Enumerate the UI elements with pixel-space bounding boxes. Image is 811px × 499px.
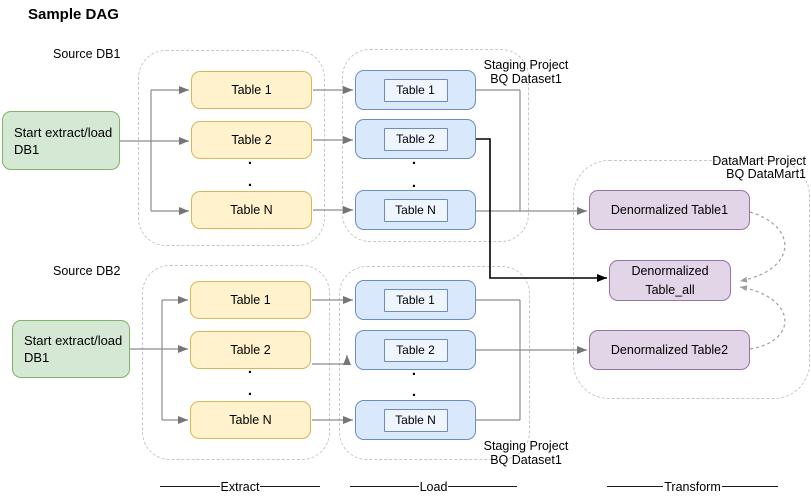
r1-load-table2: Table 2 bbox=[355, 119, 476, 159]
r2-load-table2: Table 2 bbox=[355, 330, 476, 370]
phase-transform-line-right bbox=[721, 486, 778, 487]
phase-extract-line-left bbox=[160, 486, 220, 487]
r1-load-table2-inner: Table 2 bbox=[383, 127, 448, 151]
phase-load-label: Load bbox=[419, 479, 448, 494]
r1-extract-table1: Table 1 bbox=[191, 71, 312, 109]
ellipsis-dot: . bbox=[411, 151, 417, 168]
r1-extract-tableN: Table N bbox=[191, 191, 312, 229]
extract-container-db1 bbox=[138, 50, 325, 246]
ellipsis-dot: . bbox=[411, 383, 417, 400]
source-db2-label: Source DB2 bbox=[53, 264, 121, 278]
ellipsis-dot: . bbox=[411, 174, 417, 191]
datamart-container bbox=[573, 160, 810, 399]
denormalized-table2-node: Denormalized Table2 bbox=[589, 330, 750, 370]
r2-load-table1-inner: Table 1 bbox=[383, 288, 448, 312]
r2-extract-tableN: Table N bbox=[190, 401, 311, 439]
r2-load-tableN: Table N bbox=[355, 400, 476, 440]
datamart-label: DataMart Project BQ DataMart1 bbox=[656, 155, 806, 181]
start-node-db2-line1: Start extract/load bbox=[24, 333, 123, 348]
denormalized-table1-node: Denormalized Table1 bbox=[589, 190, 750, 230]
phase-load-line-left bbox=[350, 486, 419, 487]
source-db1-label: Source DB1 bbox=[53, 47, 121, 61]
r2-load-tableN-inner: Table N bbox=[383, 408, 448, 432]
ellipsis-dot: . bbox=[247, 360, 253, 377]
diagram-title: Sample DAG bbox=[28, 6, 119, 23]
r2-extract-table1: Table 1 bbox=[190, 281, 311, 319]
r1-load-tableN: Table N bbox=[355, 190, 476, 230]
staging-label-r1-line2: BQ Dataset1 bbox=[490, 71, 562, 86]
start-node-db1: Start extract/load DB1 bbox=[2, 111, 120, 170]
r2-extract-table2: Table 2 bbox=[190, 331, 311, 369]
r1-load-table1: Table 1 bbox=[355, 70, 476, 110]
denormalized-table-all-line1: Denormalized bbox=[631, 263, 709, 278]
r2-load-table1: Table 1 bbox=[355, 280, 476, 320]
denormalized-table-all-node: Denormalized Table_all bbox=[609, 260, 731, 301]
staging-label-r2-line2: BQ Dataset1 bbox=[490, 452, 562, 467]
staging-label-r2-line1: Staging Project bbox=[483, 439, 569, 453]
r1-extract-table2: Table 2 bbox=[191, 121, 312, 159]
datamart-label-line2: BQ DataMart1 bbox=[726, 167, 806, 181]
phase-extract-label: Extract bbox=[220, 479, 260, 494]
r2-load-table2-inner: Table 2 bbox=[383, 338, 448, 362]
staging-label-r1: Staging Project BQ Dataset1 bbox=[467, 58, 585, 86]
phase-transform-line-left bbox=[607, 486, 664, 487]
phase-extract-line-right bbox=[260, 486, 320, 487]
staging-label-r1-line1: Staging Project bbox=[483, 58, 569, 72]
start-node-db1-line2: DB1 bbox=[14, 141, 40, 157]
ellipsis-dot: . bbox=[411, 362, 417, 379]
staging-label-r2: Staging Project BQ Dataset1 bbox=[467, 439, 585, 467]
ellipsis-dot: . bbox=[247, 382, 253, 399]
start-node-db2: Start extract/load DB1 bbox=[12, 320, 130, 378]
ellipsis-dot: . bbox=[247, 151, 253, 168]
phase-transform-label: Transform bbox=[664, 479, 721, 494]
r1-load-table1-inner: Table 1 bbox=[383, 78, 448, 102]
phase-load-line-right bbox=[448, 486, 517, 487]
phase-load: Load bbox=[350, 479, 517, 494]
start-node-db2-line2: DB1 bbox=[24, 350, 50, 365]
r1-load-tableN-inner: Table N bbox=[383, 198, 448, 222]
phase-extract: Extract bbox=[160, 479, 320, 494]
phase-transform: Transform bbox=[607, 479, 778, 494]
ellipsis-dot: . bbox=[247, 173, 253, 190]
start-node-db1-line1: Start extract/load bbox=[14, 124, 113, 140]
datamart-label-line1: DataMart Project bbox=[712, 154, 806, 168]
denormalized-table-all-line2: Table_all bbox=[645, 282, 695, 297]
